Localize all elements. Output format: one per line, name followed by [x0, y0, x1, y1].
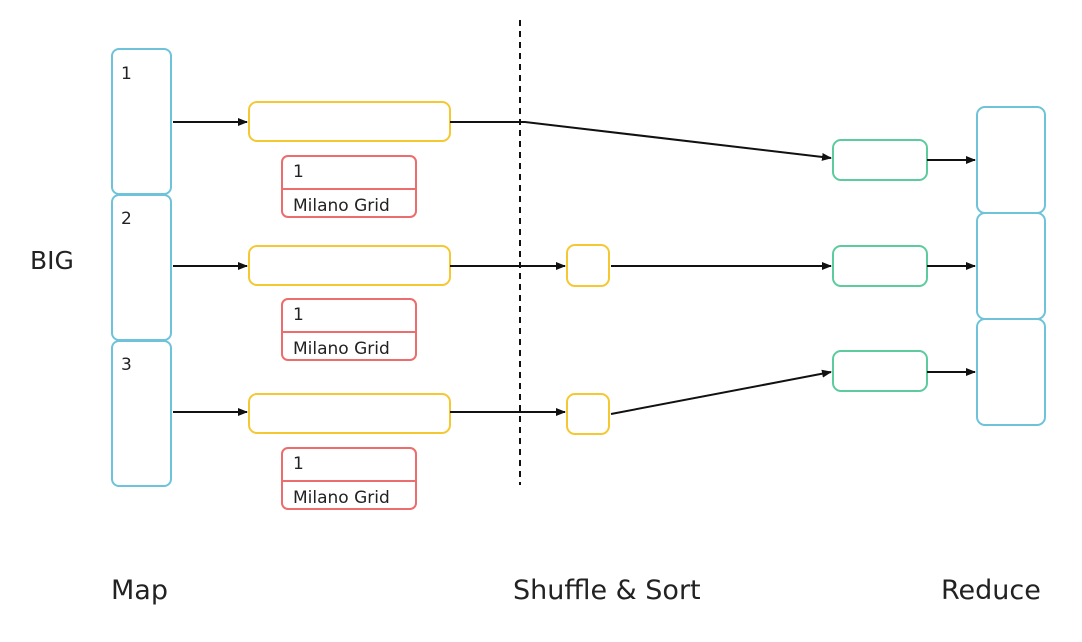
- record-value: Milano Grid: [293, 488, 390, 508]
- map-output-2: [248, 245, 451, 286]
- reduce-input-2: [832, 245, 928, 287]
- record-card-2: 1 Milano Grid: [281, 298, 417, 361]
- reduce-input-1: [832, 139, 928, 181]
- reduce-phase-label: Reduce: [941, 575, 1041, 606]
- reduce-output-1: [976, 106, 1046, 214]
- input-chunk-2-label: 2: [121, 209, 132, 229]
- reduce-output-2: [976, 212, 1046, 320]
- input-chunk-3: [111, 340, 172, 487]
- input-chunk-3-label: 3: [121, 355, 132, 375]
- reduce-output-3: [976, 318, 1046, 426]
- shuffle-node-2: [566, 244, 610, 287]
- arrow-map1-to-reduce1: [450, 121, 832, 161]
- reduce-input-3: [832, 350, 928, 392]
- map-phase-label: Map: [111, 575, 168, 606]
- input-label: BIG: [30, 246, 74, 275]
- arrow-shuffle3-to-reduce3: [610, 369, 832, 415]
- record-value: Milano Grid: [293, 339, 390, 359]
- record-card-1: 1 Milano Grid: [281, 155, 417, 218]
- record-key: 1: [283, 157, 415, 190]
- record-card-3: 1 Milano Grid: [281, 447, 417, 510]
- map-output-1: [248, 101, 451, 142]
- record-key: 1: [283, 449, 415, 482]
- record-key: 1: [283, 300, 415, 333]
- map-output-3: [248, 393, 451, 434]
- record-value: Milano Grid: [293, 196, 390, 216]
- shuffle-node-3: [566, 393, 610, 435]
- input-chunk-1-label: 1: [121, 64, 132, 84]
- shuffle-phase-label: Shuffle & Sort: [513, 575, 701, 606]
